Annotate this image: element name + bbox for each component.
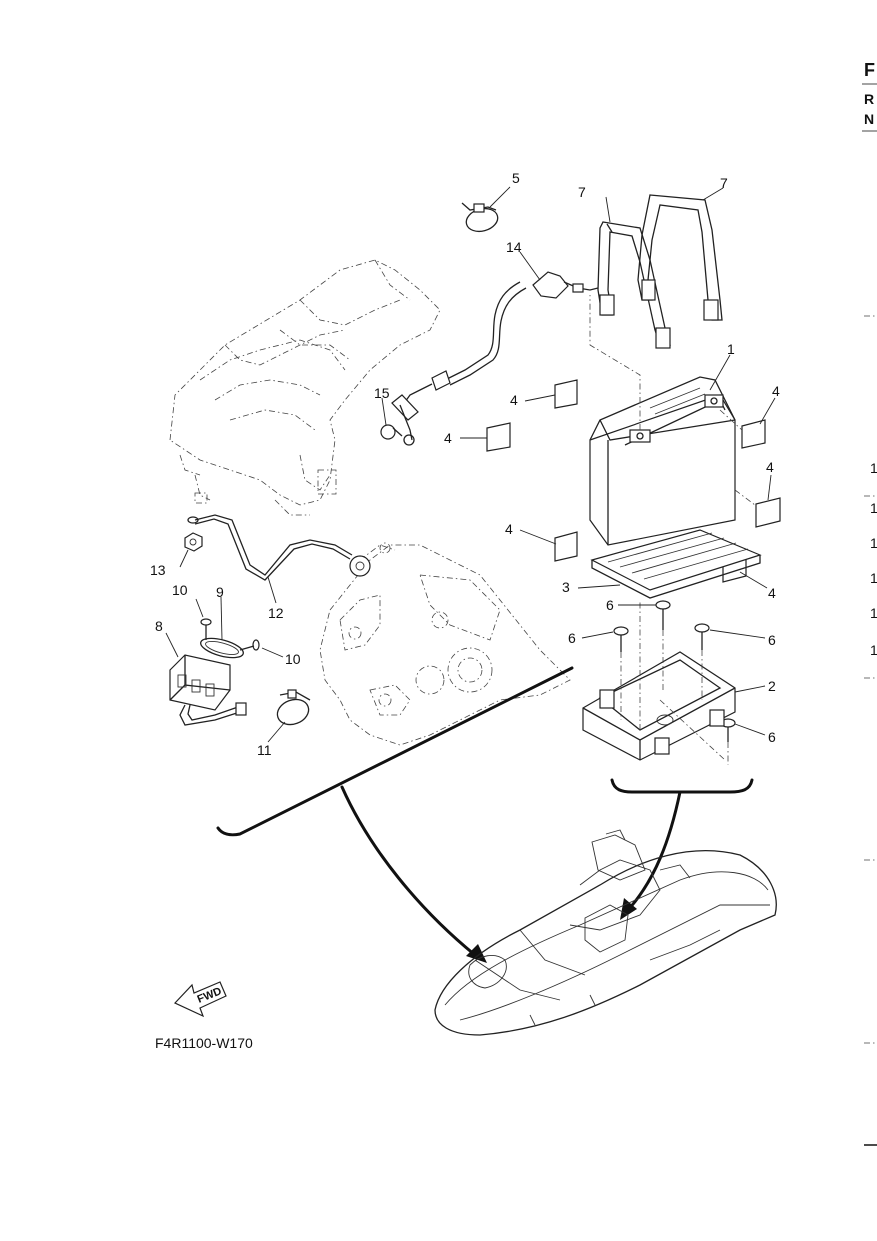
pad-4-d bbox=[755, 497, 781, 528]
callout-4: 4 bbox=[444, 430, 452, 446]
engine-silhouette bbox=[169, 259, 441, 516]
callout-6: 6 bbox=[568, 630, 576, 646]
callout-10: 10 bbox=[172, 582, 188, 598]
gasket-9 bbox=[199, 637, 245, 659]
callout-5: 5 bbox=[512, 170, 520, 186]
watercraft-overview bbox=[434, 829, 777, 1036]
pad-4-c bbox=[741, 419, 766, 449]
edge-number: 1 bbox=[870, 535, 877, 551]
callout-15: 15 bbox=[374, 385, 390, 401]
terminal-bolt-15 bbox=[380, 394, 419, 446]
assembly-lines bbox=[589, 295, 756, 765]
callout-6: 6 bbox=[606, 597, 614, 613]
callout-6: 6 bbox=[768, 632, 776, 648]
callout-13: 13 bbox=[150, 562, 166, 578]
pad-4-e bbox=[554, 531, 578, 562]
edge-number: 1 bbox=[870, 605, 877, 621]
edge-letter-r: R bbox=[864, 91, 874, 107]
battery-strap-7-right bbox=[637, 194, 723, 321]
callout-10: 10 bbox=[285, 651, 301, 667]
callout-1: 1 bbox=[727, 341, 735, 357]
callout-numbers: 5 14 7 7 1 4 4 4 4 4 3 4 6 6 6 2 6 15 13… bbox=[150, 170, 780, 758]
edge-letter-n: N bbox=[864, 111, 874, 127]
edge-number: 1 bbox=[870, 642, 877, 658]
screw-10-a bbox=[200, 618, 212, 640]
bolt-6-b bbox=[613, 626, 629, 652]
battery-mat-3 bbox=[590, 529, 762, 599]
ground-wire-12 bbox=[187, 514, 371, 581]
callout-9: 9 bbox=[216, 584, 224, 600]
battery-1 bbox=[589, 376, 736, 546]
page-edge-markers: F R N 1 1 1 1 1 1 bbox=[862, 60, 877, 1146]
callout-4: 4 bbox=[768, 585, 776, 601]
callout-3: 3 bbox=[562, 579, 570, 595]
callout-4: 4 bbox=[505, 521, 513, 537]
callout-11: 11 bbox=[257, 742, 272, 758]
fuse-box-8 bbox=[169, 654, 247, 726]
callout-4: 4 bbox=[766, 459, 774, 475]
callout-8: 8 bbox=[155, 618, 163, 634]
fwd-arrow-icon: FWD bbox=[173, 981, 227, 1018]
cable-tie-5 bbox=[461, 202, 499, 233]
edge-number: 1 bbox=[870, 500, 877, 516]
callout-7: 7 bbox=[578, 184, 586, 200]
hull-interior-silhouette bbox=[319, 542, 571, 746]
bolt-6-a bbox=[655, 600, 671, 630]
bolt-6-c bbox=[694, 623, 710, 650]
callout-12: 12 bbox=[268, 605, 284, 621]
callout-2: 2 bbox=[768, 678, 776, 694]
callout-leaders bbox=[165, 186, 776, 743]
callout-6: 6 bbox=[768, 729, 776, 745]
callout-4: 4 bbox=[772, 383, 780, 399]
pad-4-b bbox=[486, 422, 511, 452]
pad-4-a bbox=[554, 379, 578, 409]
screw-10-b bbox=[239, 639, 260, 651]
nut-13 bbox=[184, 532, 203, 552]
battery-box-2 bbox=[582, 651, 736, 761]
battery-strap-7-left bbox=[597, 221, 671, 349]
edge-number: 1 bbox=[870, 460, 877, 476]
callout-14: 14 bbox=[506, 239, 522, 255]
battery-cable-14 bbox=[404, 271, 599, 403]
band-clamp-11 bbox=[276, 689, 311, 726]
callout-7: 7 bbox=[720, 175, 728, 191]
edge-number: 1 bbox=[870, 570, 877, 586]
drawing-code: F4R1100-W170 bbox=[155, 1035, 253, 1051]
edge-letter-f: F bbox=[864, 60, 875, 80]
callout-4: 4 bbox=[510, 392, 518, 408]
